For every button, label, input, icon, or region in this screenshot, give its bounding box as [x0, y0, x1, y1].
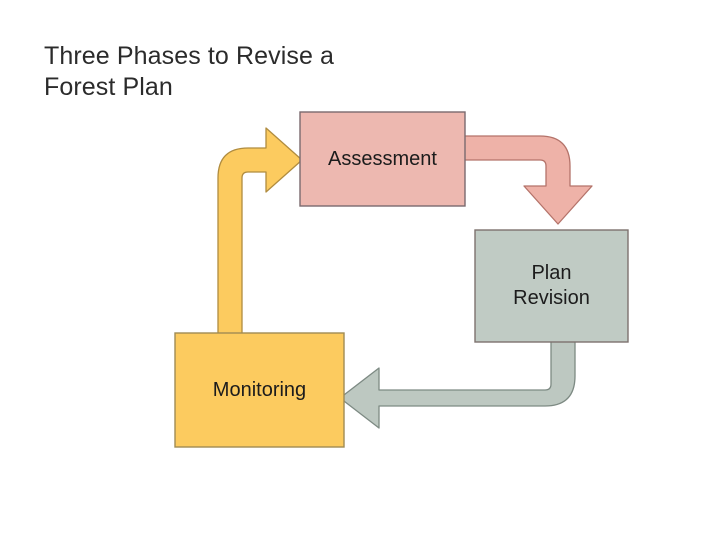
arrow-plan-revision-to-monitoring: [339, 339, 576, 429]
node-assessment[interactable]: [299, 111, 466, 207]
arrow-assessment-to-plan-revision: [461, 135, 593, 225]
arrow-monitoring-to-assessment: [217, 127, 303, 341]
node-monitoring[interactable]: [174, 332, 345, 448]
node-plan-revision[interactable]: [474, 229, 629, 343]
page-title: Three Phases to Revise a Forest Plan: [44, 42, 335, 101]
